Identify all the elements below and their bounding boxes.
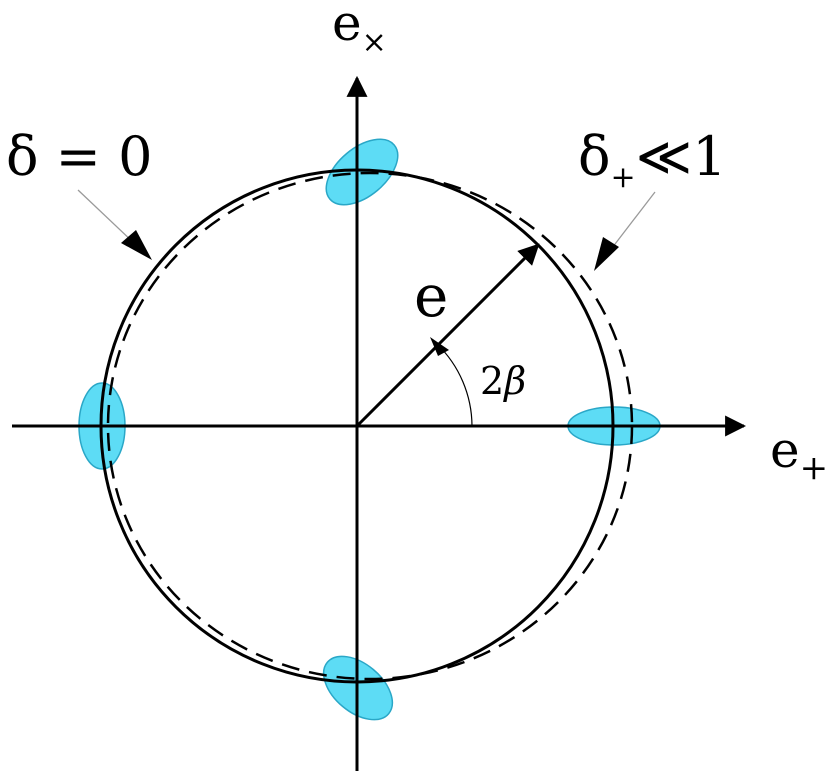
label-axis-x: e+ <box>770 421 828 488</box>
label-angle: 2β <box>480 359 526 403</box>
label-delta-plus: δ+≪1 <box>578 125 727 195</box>
pointer-delta-zero-arrowhead <box>121 230 152 260</box>
label-axis-y: e× <box>332 0 387 60</box>
angle-arc-arrowhead <box>430 337 449 356</box>
label-vector-e: e <box>414 262 448 330</box>
angle-arc <box>436 343 473 427</box>
vector-e <box>355 243 540 428</box>
pointer-delta-plus-arrowhead <box>594 237 619 271</box>
label-delta-zero: δ = 0 <box>6 125 152 188</box>
pointer-delta-zero <box>77 189 137 246</box>
polarization-ellipses <box>78 138 661 721</box>
pointer-delta-plus <box>611 191 656 249</box>
